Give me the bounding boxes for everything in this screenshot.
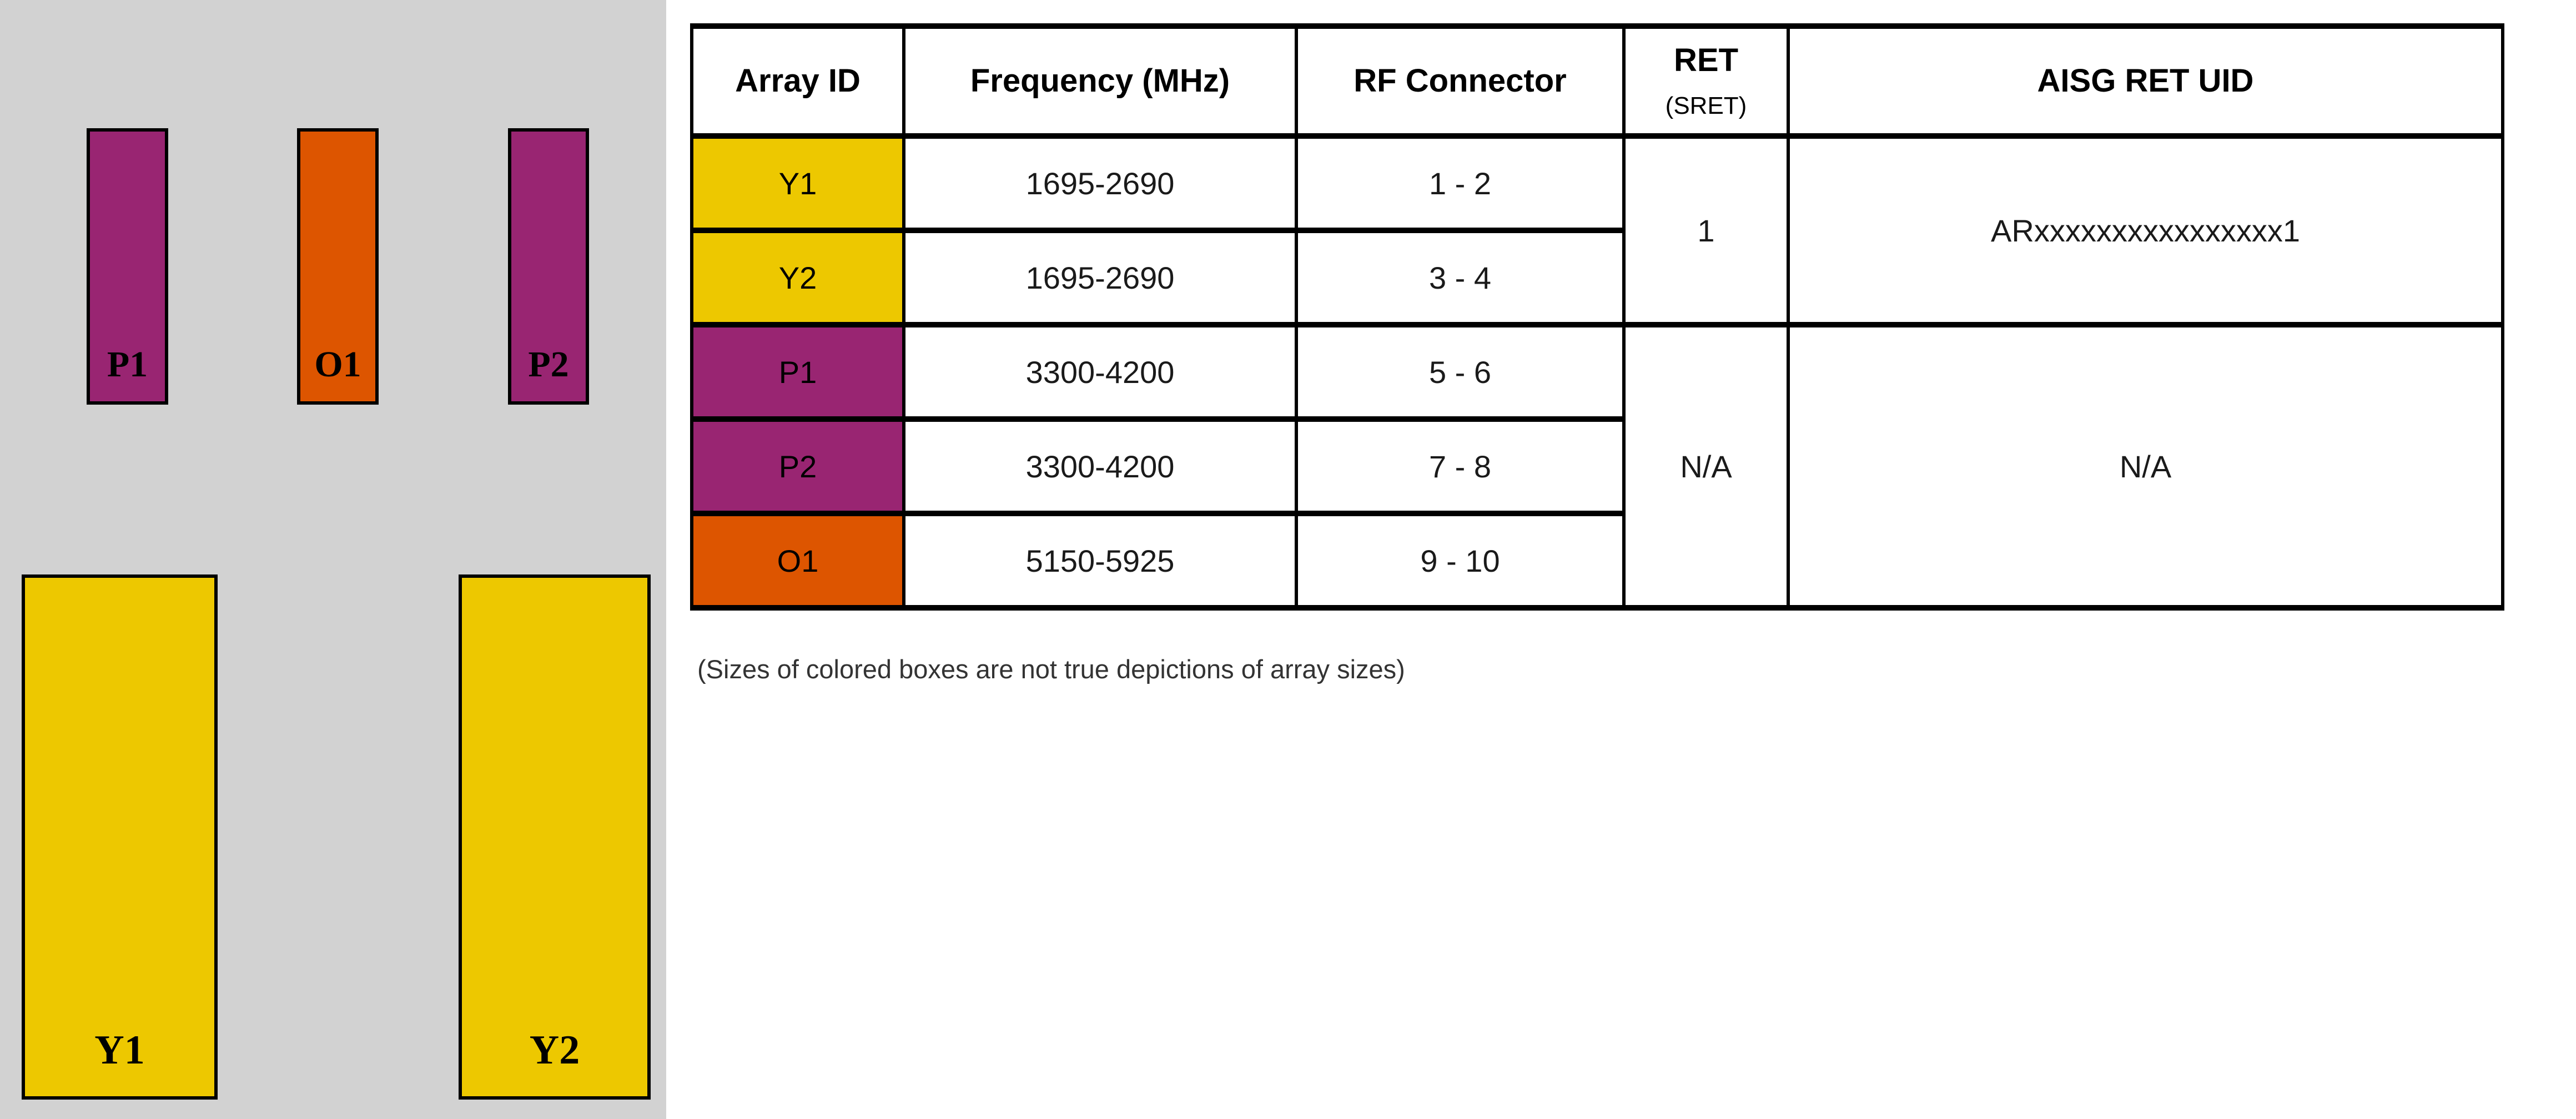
array-box-label-p2: P2 [528,344,569,385]
array-box-label-y2: Y2 [529,1027,580,1073]
table-row-y1: Y1 1695-2690 1 - 2 1 ARxxxxxxxxxxxxxxxx1 [690,133,2504,327]
cell-array-id-o1: O1 [690,511,905,611]
array-box-label-y1: Y1 [94,1027,145,1073]
cell-rf-connector-o1: 9 - 10 [1295,511,1626,611]
cell-rf-connector-y1: 1 - 2 [1295,133,1626,233]
cell-array-id-y2: Y2 [690,228,905,327]
table-row-y2: Y2 1695-2690 3 - 4 [690,228,2503,327]
header-ret-sub: (SRET) [1665,92,1747,119]
array-spec-table: Array ID Frequency (MHz) RF Connector RE… [690,23,2504,611]
array-box-y1: Y1 [22,574,218,1100]
cell-array-id-y1: Y1 [690,133,905,233]
cell-array-id-p1: P1 [690,322,905,422]
array-box-p1: P1 [87,128,168,405]
size-disclaimer-note: (Sizes of colored boxes are not true dep… [697,654,1405,684]
array-box-o1: O1 [297,128,379,405]
cell-rf-connector-p2: 7 - 8 [1295,416,1626,516]
header-rf-connector: RF Connector [1295,23,1626,139]
cell-frequency-p2: 3300-4200 [902,416,1298,516]
header-frequency: Frequency (MHz) [902,23,1298,139]
table-row-p1: P1 3300-4200 5 - 6 N/A N/A [690,322,2504,611]
cell-array-id-p2: P2 [690,416,905,516]
cell-aisg-uid-group-1: ARxxxxxxxxxxxxxxxx1 [1787,133,2504,327]
header-array-id: Array ID [690,23,905,139]
array-box-p2: P2 [508,128,589,405]
header-ret: RET (SRET) [1622,23,1790,139]
antenna-array-panel: P1 O1 P2 Y1 Y2 [0,0,666,1119]
cell-rf-connector-y2: 3 - 4 [1295,228,1626,327]
array-box-label-p1: P1 [107,344,148,385]
table-row-p2: P2 3300-4200 7 - 8 [690,416,2503,516]
cell-frequency-p1: 3300-4200 [902,322,1298,422]
header-ret-main: RET [1674,42,1738,78]
array-box-label-o1: O1 [314,344,361,385]
cell-ret-group-2: N/A [1622,322,1790,611]
cell-frequency-o1: 5150-5925 [902,511,1298,611]
cell-frequency-y1: 1695-2690 [902,133,1298,233]
cell-rf-connector-p1: 5 - 6 [1295,322,1626,422]
cell-aisg-uid-group-2: N/A [1787,322,2504,611]
array-box-y2: Y2 [459,574,651,1100]
header-row: Array ID Frequency (MHz) RF Connector RE… [690,23,2504,139]
header-aisg-ret-uid: AISG RET UID [1787,23,2504,139]
cell-frequency-y2: 1695-2690 [902,228,1298,327]
table-row-o1: O1 5150-5925 9 - 10 [690,511,2503,611]
cell-ret-group-1: 1 [1622,133,1790,327]
